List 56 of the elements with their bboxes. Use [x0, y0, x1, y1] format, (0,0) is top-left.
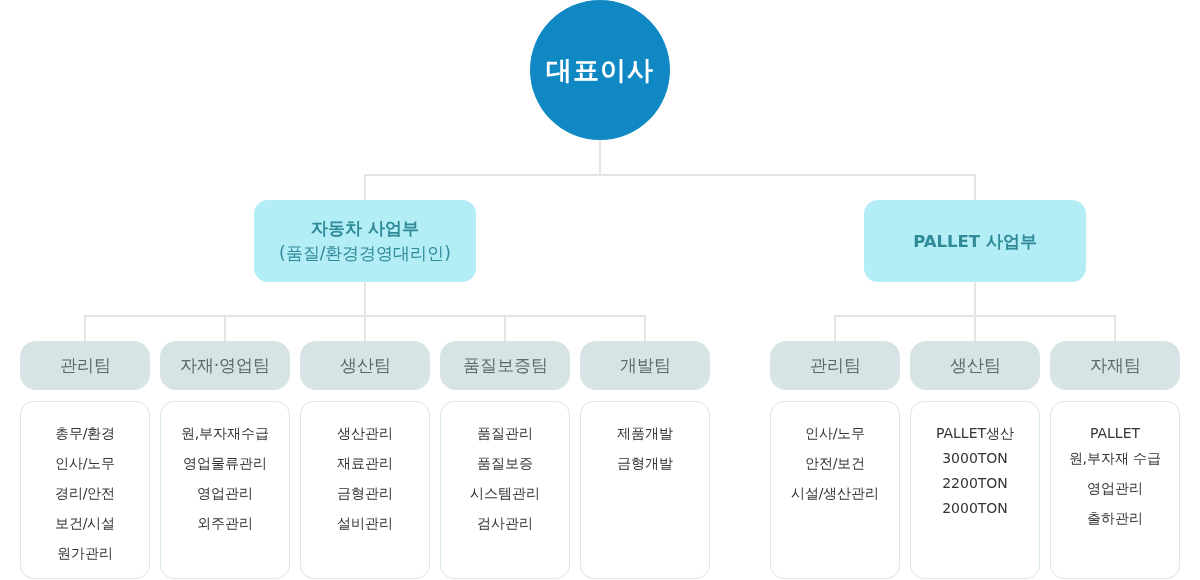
team-duties-box — [440, 401, 570, 579]
team-name: 관리팀 — [809, 354, 861, 377]
team-name: 자재·영업팀 — [179, 354, 271, 377]
duty-item: 원,부자재수급 — [180, 424, 270, 443]
duty-item: 안전/보건 — [804, 454, 866, 473]
division-name: 자동차 사업부 — [311, 218, 419, 240]
duty-item: 보건/시설 — [54, 514, 116, 533]
duty-item: 생산관리 — [337, 424, 393, 443]
team-header-box — [300, 341, 430, 390]
team-header-box — [1050, 341, 1180, 390]
team-name: 품질보증팀 — [462, 354, 548, 377]
duty-item: 제품개발 — [617, 424, 673, 443]
ceo-title: 대표이사 — [546, 53, 654, 87]
team-duties-box — [20, 401, 150, 579]
duty-item: 설비관리 — [337, 514, 393, 533]
team-name: 개발팀 — [619, 354, 671, 377]
team-header-box — [440, 341, 570, 390]
duty-item: 영업관리 — [197, 484, 253, 503]
team-duties-box — [580, 401, 710, 579]
team-header-box — [910, 341, 1040, 390]
division-subtitle: (품질/환경경영대리인) — [279, 242, 451, 265]
duty-item: 총무/환경 — [54, 424, 116, 443]
duty-item: 외주관리 — [197, 514, 253, 533]
team-duties-box — [770, 401, 900, 579]
duty-item: 원가관리 — [57, 544, 113, 563]
team-header-box — [770, 341, 900, 390]
team-name: 자재팀 — [1089, 354, 1141, 377]
duty-item: 금형개발 — [617, 454, 673, 473]
duty-item: 시스템관리 — [470, 484, 540, 503]
division-box — [254, 200, 476, 282]
team-duties-box — [910, 401, 1040, 579]
division-name: PALLET 사업부 — [913, 230, 1037, 253]
team-name: 생산팀 — [339, 354, 391, 377]
team-header-box — [580, 341, 710, 390]
duty-item: 금형관리 — [337, 484, 393, 503]
team-duties-box — [1050, 401, 1180, 579]
duty-item: 경리/안전 — [54, 484, 116, 503]
division-box — [864, 200, 1086, 282]
team-header-box — [20, 341, 150, 390]
duty-item: PALLET 원,부자재 수급 — [1067, 424, 1163, 468]
team-name: 관리팀 — [59, 354, 111, 377]
duty-item: 재료관리 — [337, 454, 393, 473]
team-duties-box — [160, 401, 290, 579]
duty-item: 시설/생산관리 — [790, 484, 880, 503]
duty-item: 인사/노무 — [54, 454, 116, 473]
duty-item: 출하관리 — [1087, 509, 1143, 528]
duty-item: 품질관리 — [477, 424, 533, 443]
duty-item: 품질보증 — [477, 454, 533, 473]
team-name: 생산팀 — [949, 354, 1001, 377]
duty-item: 검사관리 — [477, 514, 533, 533]
duty-item: 인사/노무 — [804, 424, 866, 443]
duty-item: PALLET생산 3000TON 2200TON 2000TON — [934, 424, 1016, 518]
team-header-box — [160, 341, 290, 390]
duty-item: 영업물류관리 — [183, 454, 267, 473]
duty-item: 영업관리 — [1087, 479, 1143, 498]
team-duties-box — [300, 401, 430, 579]
